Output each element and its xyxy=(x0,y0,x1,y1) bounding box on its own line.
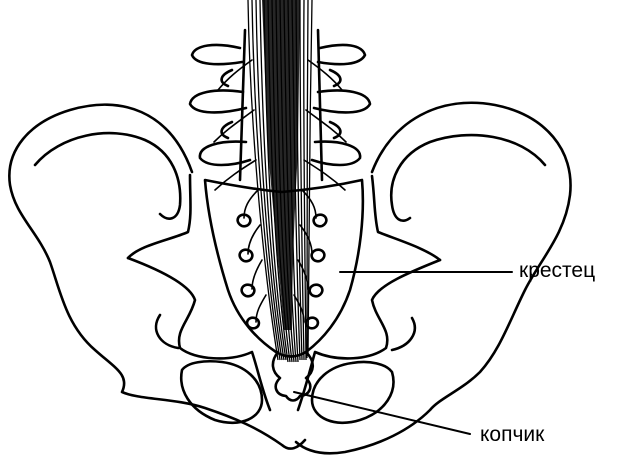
coccyx-label: копчик xyxy=(480,423,544,447)
left-ilium-rim xyxy=(35,133,180,219)
left-sacroiliac-joint xyxy=(128,175,191,258)
right-ilium-rim xyxy=(391,135,545,221)
sacrum-label: крестец xyxy=(519,259,595,283)
right-sacroiliac-joint xyxy=(372,176,440,260)
right-pubic-ramus xyxy=(298,260,440,410)
left-pubic-ramus xyxy=(128,258,270,410)
coccyx xyxy=(273,352,313,401)
